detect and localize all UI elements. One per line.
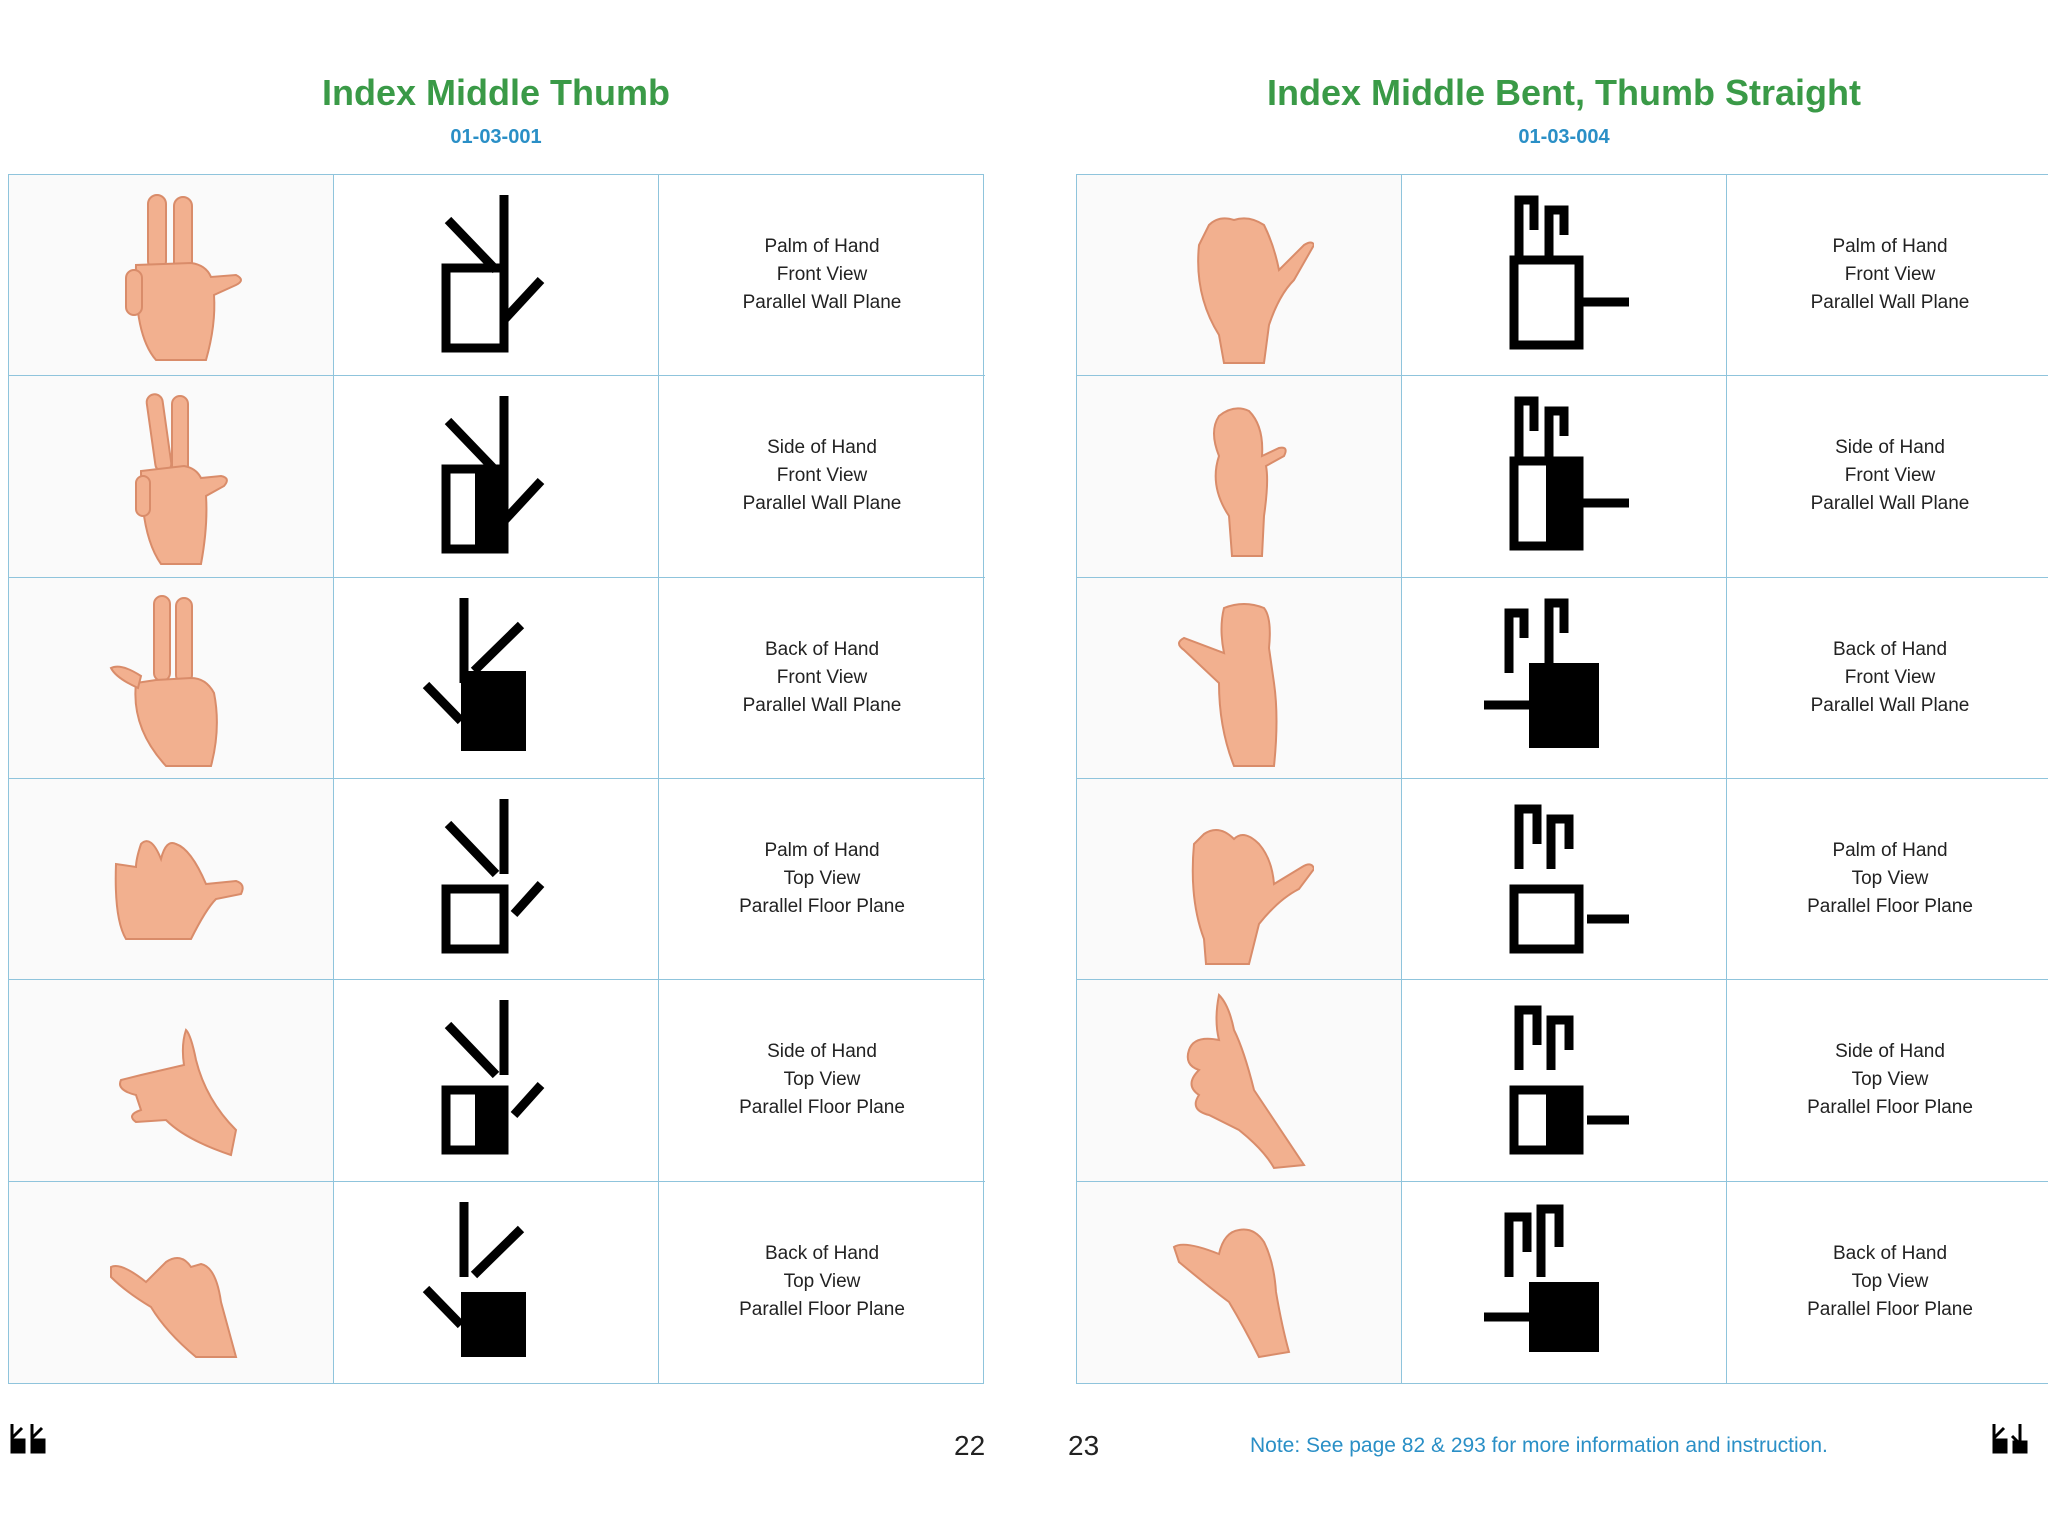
plane-label: Parallel Floor Plane — [1807, 1097, 1973, 1119]
footnote: Note: See page 82 & 293 for more informa… — [1250, 1434, 1828, 1457]
signwriting-symbol — [1402, 778, 1727, 981]
signwriting-symbol — [1402, 175, 1727, 377]
hand-photo — [1077, 980, 1402, 1182]
hand-side: Palm of Hand — [764, 236, 880, 258]
signwriting-symbol — [334, 376, 659, 578]
hand-photo — [9, 577, 334, 779]
orientation-description: Side of Hand Top View Parallel Floor Pla… — [1727, 980, 2048, 1182]
orientation-description: Palm of Hand Top View Parallel Floor Pla… — [659, 779, 985, 981]
hand-photo — [1077, 175, 1402, 377]
signwriting-symbol — [334, 577, 659, 779]
signwriting-symbol — [1402, 577, 1727, 779]
hand-photo — [1077, 376, 1402, 578]
hand-side: Side of Hand — [1835, 1041, 1945, 1063]
hand-side: Side of Hand — [767, 1041, 877, 1063]
signwriting-symbol — [1402, 376, 1727, 578]
hand-photo — [9, 980, 334, 1182]
plane-label: Parallel Floor Plane — [1807, 1299, 1973, 1321]
view-label: Top View — [1851, 1069, 1929, 1091]
page-title: Index Middle Bent, Thumb Straight — [1267, 72, 1861, 113]
hand-side: Back of Hand — [764, 1243, 880, 1265]
signwriting-symbol — [334, 175, 659, 377]
hand-photo — [9, 376, 334, 578]
view-label: Top View — [783, 1271, 861, 1293]
hand-side: Back of Hand — [1832, 1243, 1948, 1265]
symbol-code: 01-03-001 — [450, 126, 542, 148]
orientation-description: Back of Hand Front View Parallel Wall Pl… — [1727, 578, 2048, 779]
orientation-description: Side of Hand Front View Parallel Wall Pl… — [659, 376, 985, 578]
view-label: Top View — [1851, 1271, 1929, 1293]
hand-photo — [9, 175, 334, 377]
page-number: 23 — [1068, 1430, 1100, 1461]
signwriting-symbol — [334, 778, 659, 981]
hand-side: Palm of Hand — [1832, 236, 1948, 258]
signwriting-symbol — [1402, 1181, 1727, 1383]
plane-label: Parallel Wall Plane — [1810, 292, 1970, 314]
orientation-description: Back of Hand Top View Parallel Floor Pla… — [1727, 1182, 2048, 1383]
view-label: Front View — [1844, 666, 1936, 688]
orientation-description: Side of Hand Top View Parallel Floor Pla… — [659, 980, 985, 1182]
plane-label: Parallel Wall Plane — [742, 292, 902, 314]
hand-side: Side of Hand — [767, 437, 877, 459]
plane-label: Parallel Wall Plane — [742, 694, 902, 716]
signwriting-symbol — [334, 980, 659, 1182]
page-left: Index Middle Thumb 01-03-001 Palm of Han… — [0, 0, 1000, 1536]
plane-label: Parallel Floor Plane — [739, 1097, 905, 1119]
plane-label: Parallel Floor Plane — [739, 1299, 905, 1321]
orientation-description: Palm of Hand Front View Parallel Wall Pl… — [659, 175, 985, 377]
plane-label: Parallel Wall Plane — [1810, 493, 1970, 515]
view-label: Front View — [1844, 465, 1936, 487]
view-label: Front View — [776, 465, 868, 487]
hand-photo — [9, 778, 334, 981]
signwriting-double-hand-icon[interactable] — [8, 1422, 48, 1461]
view-label: Top View — [1851, 868, 1929, 890]
orientation-description: Palm of Hand Top View Parallel Floor Pla… — [1727, 779, 2048, 981]
symbol-code: 01-03-004 — [1518, 126, 1610, 148]
signwriting-symbol — [1402, 980, 1727, 1182]
signwriting-symbol — [334, 1181, 659, 1383]
hand-side: Side of Hand — [1835, 437, 1945, 459]
hand-side: Back of Hand — [1832, 638, 1948, 660]
plane-label: Parallel Floor Plane — [739, 896, 905, 918]
hand-photo — [1077, 1181, 1402, 1383]
hand-photo — [9, 1181, 334, 1383]
view-label: Front View — [776, 264, 868, 286]
page-title: Index Middle Thumb — [322, 72, 670, 113]
hand-photo — [1077, 778, 1402, 981]
view-label: Front View — [776, 666, 868, 688]
orientation-description: Side of Hand Front View Parallel Wall Pl… — [1727, 376, 2048, 578]
orientation-description: Back of Hand Front View Parallel Wall Pl… — [659, 578, 985, 779]
plane-label: Parallel Wall Plane — [1810, 694, 1970, 716]
view-label: Top View — [783, 1069, 861, 1091]
orientation-description: Palm of Hand Front View Parallel Wall Pl… — [1727, 175, 2048, 377]
signwriting-hand-arrow-icon[interactable] — [1990, 1422, 2030, 1461]
plane-label: Parallel Wall Plane — [742, 493, 902, 515]
plane-label: Parallel Floor Plane — [1807, 896, 1973, 918]
handshape-table: Palm of Hand Front View Parallel Wall Pl… — [8, 174, 985, 1384]
hand-photo — [1077, 577, 1402, 779]
view-label: Front View — [1844, 264, 1936, 286]
page-number: 22 — [954, 1430, 986, 1461]
page-right: Index Middle Bent, Thumb Straight 01-03-… — [1068, 0, 2048, 1536]
orientation-description: Back of Hand Top View Parallel Floor Pla… — [659, 1182, 985, 1383]
hand-side: Back of Hand — [764, 638, 880, 660]
hand-side: Palm of Hand — [1832, 840, 1948, 862]
handshape-table: Palm of Hand Front View Parallel Wall Pl… — [1076, 174, 2048, 1384]
hand-side: Palm of Hand — [764, 840, 880, 862]
view-label: Top View — [783, 868, 861, 890]
